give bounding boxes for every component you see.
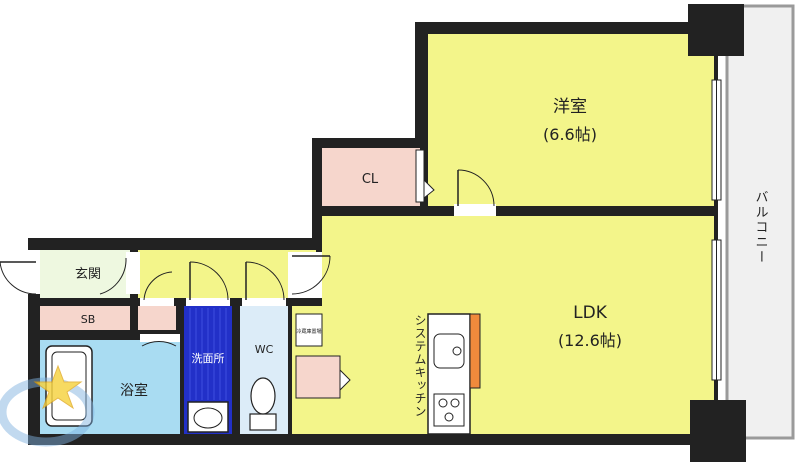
ldk-floor	[322, 216, 714, 434]
fridge-label: 冷蔵庫置場	[296, 328, 321, 335]
kitchen-label: システムキッチン	[413, 314, 427, 418]
western-room-name: 洋室	[553, 97, 587, 117]
toilet-door	[242, 261, 286, 306]
washroom-label: 洗面所	[192, 352, 225, 365]
ldk-name: LDK	[573, 303, 608, 323]
column-top-right	[688, 4, 744, 56]
closet-door	[415, 149, 435, 203]
washroom-pattern	[189, 308, 227, 400]
closet-label: CL	[362, 172, 379, 187]
fridge-space	[295, 313, 323, 347]
storage-door	[140, 271, 174, 306]
entrance-floor	[40, 250, 130, 298]
entrance-label: 玄関	[75, 267, 101, 282]
bathroom-door	[140, 334, 180, 347]
washroom-door	[186, 261, 230, 306]
wash-basin	[187, 401, 229, 433]
shoebox-floor	[40, 306, 130, 330]
bathroom-label: 浴室	[120, 382, 148, 399]
storage-floor	[138, 306, 176, 330]
balcony-area	[725, 4, 795, 440]
western-room-size: (6.6帖)	[543, 125, 597, 144]
ldk-size: (12.6帖)	[558, 331, 622, 350]
column-bottom-right	[690, 400, 746, 462]
ldk-door	[288, 252, 331, 298]
balcony-label: バルコニー	[753, 190, 769, 265]
watermark-logo	[0, 364, 95, 447]
shoebox-label: SB	[81, 313, 96, 326]
toilet-label: WC	[255, 343, 274, 356]
western-room-door	[454, 169, 496, 216]
western-room-floor	[428, 34, 714, 206]
closet-floor	[322, 148, 420, 206]
toilet-bowl	[249, 377, 277, 431]
ldk-storage	[295, 355, 351, 399]
kitchen-counter	[427, 313, 481, 435]
front-door	[0, 250, 40, 295]
entrance-inner-door	[99, 252, 140, 295]
